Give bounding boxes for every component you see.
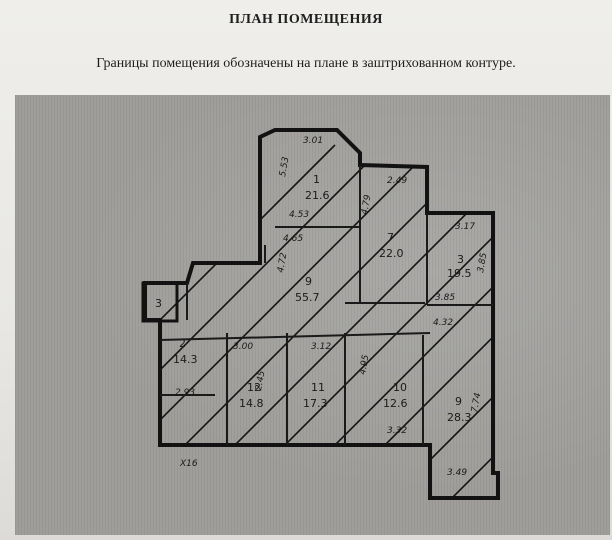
dim-label: X16	[179, 459, 198, 469]
room-number: 2	[179, 337, 186, 350]
room-area: 22.0	[379, 247, 404, 260]
outer-wall	[143, 128, 500, 500]
room-labels: 1 21.6 2 14.3 3 3 19.5 7 22.0 9 55.7 10 …	[155, 173, 472, 424]
room-area: 14.3	[173, 353, 198, 366]
dim-label: 3.32	[387, 426, 407, 436]
dim-label: 4.53	[289, 210, 309, 220]
room-area: 21.6	[305, 189, 330, 202]
dim-label: 3.85	[476, 252, 489, 274]
dim-label: 4.72	[276, 252, 289, 274]
dim-label: 5.53	[278, 156, 291, 178]
room-number: 1	[313, 173, 320, 186]
room-number: 10	[393, 381, 407, 394]
floor-plan-drawing: 3.01 4.53 4.65 2.49 3.17 3.85 3.00 3.12 …	[141, 128, 500, 500]
dim-label: 2.93	[175, 388, 195, 398]
room-number: 9	[305, 275, 312, 288]
dim-label: 7.74	[470, 392, 483, 414]
dim-label: 2.45	[254, 370, 267, 392]
room-number: 9	[455, 395, 462, 408]
dim-label: 3.85	[435, 293, 455, 303]
room-number: 3	[155, 297, 162, 310]
room-number: 11	[311, 381, 325, 394]
dim-label: 4.79	[360, 194, 373, 216]
dim-label: 3.12	[311, 342, 331, 352]
room-area: 17.3	[303, 397, 328, 410]
room-number: 7	[387, 231, 394, 244]
dimension-labels: 3.01 4.53 4.65 2.49 3.17 3.85 3.00 3.12 …	[175, 136, 489, 478]
room-area: 12.6	[383, 397, 408, 410]
room-area: 28.3	[447, 411, 472, 424]
room-area: 14.8	[239, 397, 264, 410]
interior-walls	[159, 165, 493, 445]
dim-label: 3.49	[447, 468, 467, 478]
dim-label: 3.00	[233, 342, 253, 352]
dim-label: 3.17	[455, 222, 475, 232]
room-number: 12	[247, 381, 261, 394]
room-number: 3	[457, 253, 464, 266]
dim-label: 4.32	[433, 318, 453, 328]
dim-label: 4.65	[283, 234, 303, 244]
room-area: 55.7	[295, 291, 320, 304]
page-subtitle: Границы помещения обозначены на плане в …	[96, 56, 516, 71]
dim-label: 2.49	[387, 176, 407, 186]
floor-plan-scan: 3.01 4.53 4.65 2.49 3.17 3.85 3.00 3.12 …	[15, 95, 610, 535]
small-room-outline	[141, 281, 179, 323]
dim-label: 3.01	[303, 136, 323, 146]
page-title: ПЛАН ПОМЕЩЕНИЯ	[229, 12, 383, 27]
room-area: 19.5	[447, 267, 472, 280]
dim-label: 4.95	[358, 354, 371, 376]
